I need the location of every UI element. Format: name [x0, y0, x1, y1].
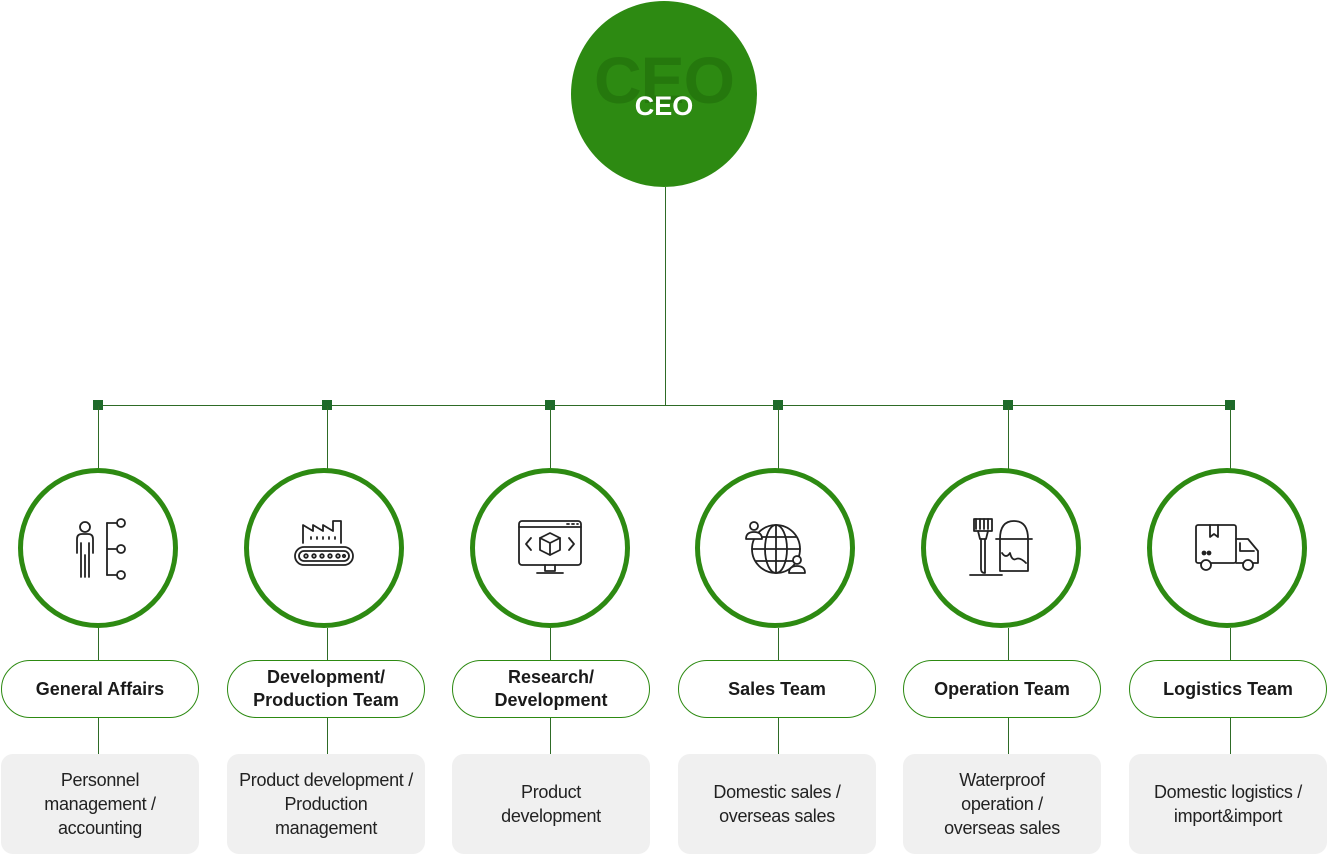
team-description-logistics: Domestic logistics / import&import	[1129, 754, 1327, 854]
branch-line-2b	[327, 628, 328, 660]
ceo-label: CEO	[634, 91, 694, 121]
ceo-circle: CEO CEO	[571, 1, 757, 187]
ceo-watermark: CEO	[593, 43, 735, 117]
team-pill-development-production: Development/ Production Team	[227, 660, 425, 718]
branch-line-1c	[98, 718, 99, 754]
branch-line-2	[327, 406, 328, 470]
branch-line-4b	[778, 628, 779, 660]
person-hierarchy-icon	[76, 518, 126, 580]
connector-node-3	[545, 400, 555, 410]
team-description-operation: Waterproof operation / overseas sales	[903, 754, 1101, 854]
factory-conveyor-icon	[294, 520, 354, 566]
branch-line-5	[1008, 406, 1009, 470]
team-description-sales: Domestic sales / overseas sales	[678, 754, 876, 854]
delivery-truck-icon	[1195, 524, 1259, 571]
branch-line-3	[550, 406, 551, 470]
team-icon-circle-2	[244, 468, 404, 628]
team-pill-research-development: Research/ Development	[452, 660, 650, 718]
branch-line-3c	[550, 718, 551, 754]
paintbrush-bucket-icon	[969, 518, 1033, 576]
connector-node-4	[773, 400, 783, 410]
ceo-connector-line	[665, 187, 666, 406]
team-description-development-production: Product development / Production managem…	[227, 754, 425, 854]
branch-line-6c	[1230, 718, 1231, 754]
team-icon-circle-4	[695, 468, 855, 628]
branch-line-6b	[1230, 628, 1231, 660]
team-description-general-affairs: Personnel management / accounting	[1, 754, 199, 854]
team-pill-general-affairs: General Affairs	[1, 660, 199, 718]
branch-line-5c	[1008, 718, 1009, 754]
branch-line-5b	[1008, 628, 1009, 660]
connector-node-5	[1003, 400, 1013, 410]
team-icon-circle-5	[921, 468, 1081, 628]
team-description-research-development: Product development	[452, 754, 650, 854]
connector-node-6	[1225, 400, 1235, 410]
branch-line-4c	[778, 718, 779, 754]
branch-line-2c	[327, 718, 328, 754]
branch-line-1	[98, 406, 99, 470]
team-pill-operation: Operation Team	[903, 660, 1101, 718]
connector-node-2	[322, 400, 332, 410]
globe-users-icon	[745, 521, 806, 574]
monitor-box-code-icon	[518, 520, 582, 574]
team-icon-circle-3	[470, 468, 630, 628]
team-pill-logistics: Logistics Team	[1129, 660, 1327, 718]
branch-line-3b	[550, 628, 551, 660]
team-icon-circle-6	[1147, 468, 1307, 628]
branch-line-1b	[98, 628, 99, 660]
branch-line-6	[1230, 406, 1231, 470]
connector-node-1	[93, 400, 103, 410]
team-pill-sales: Sales Team	[678, 660, 876, 718]
team-icon-circle-1	[18, 468, 178, 628]
branch-line-4	[778, 406, 779, 470]
horizontal-connector-line	[98, 405, 1230, 406]
